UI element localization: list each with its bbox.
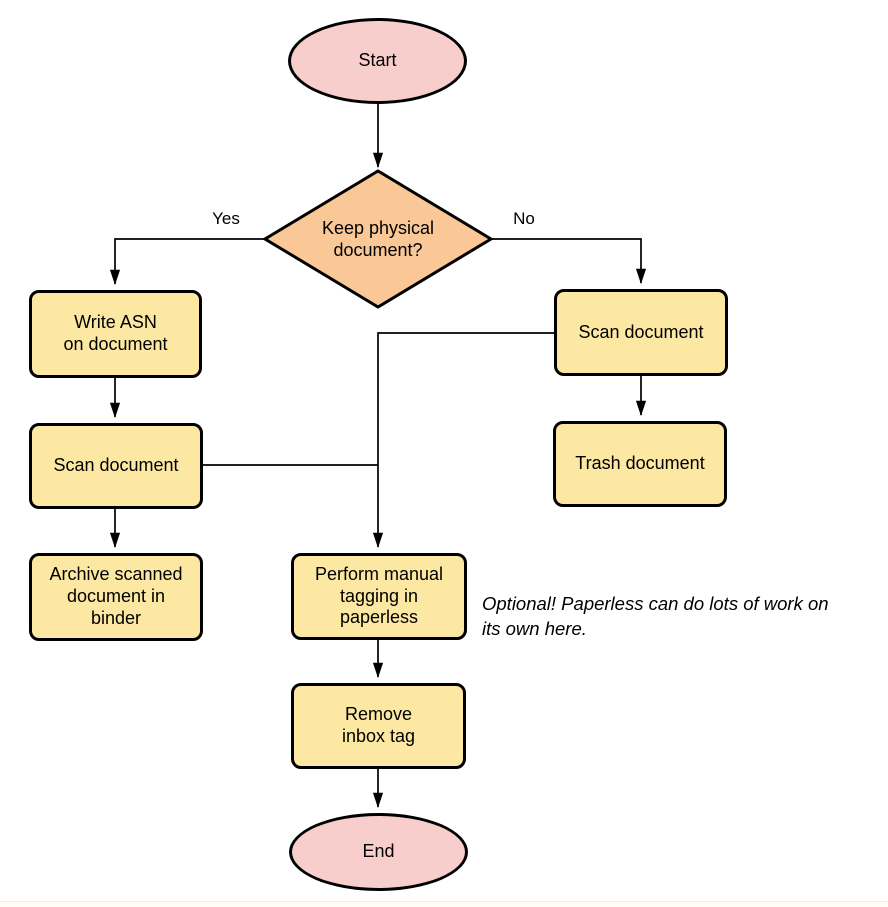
note-line-2: its own here. (482, 618, 587, 639)
note-line-1: Optional! Paperless can do lots of work … (482, 593, 829, 614)
decision-shape (262, 169, 494, 309)
bottom-edge-strip (0, 901, 888, 907)
process-write-asn: Write ASN on document (29, 290, 202, 378)
perform-line-2: tagging in (339, 585, 419, 606)
end-label: End (362, 841, 395, 862)
scan-document-left-label: Scan document (53, 455, 179, 476)
edge-decision-no (491, 238, 647, 285)
edge-decision-yes (109, 238, 265, 286)
scan-document-right-label: Scan document (578, 321, 704, 342)
edge-label-yes: Yes (212, 209, 240, 228)
edge-scanright-to-perform (372, 332, 554, 549)
process-scan-document-left: Scan document (29, 423, 203, 509)
process-archive-scanned: Archive scanned document in binder (29, 553, 203, 641)
archive-line-3: binder (90, 607, 142, 628)
remove-line-2: inbox tag (341, 726, 416, 746)
archive-line-1: Archive scanned (49, 564, 183, 585)
decision-node-label: Keep physical document? (283, 214, 473, 264)
annotation-note: Optional! Paperless can do lots of work … (482, 591, 829, 641)
process-perform-manual-tagging: Perform manual tagging in paperless (291, 553, 467, 640)
remove-line-1: Remove (344, 704, 413, 725)
perform-line-1: Perform manual (314, 563, 444, 584)
start-label: Start (358, 50, 397, 71)
process-scan-document-right: Scan document (554, 289, 728, 376)
process-trash-document: Trash document (553, 421, 727, 507)
edge-label-no: No (513, 209, 535, 228)
start-node: Start (288, 18, 467, 104)
write-asn-line-1: Write ASN (74, 312, 157, 333)
end-node: End (289, 813, 468, 891)
process-remove-inbox-tag: Remove inbox tag (291, 683, 466, 769)
decision-line-2: document? (333, 240, 423, 260)
perform-line-3: paperless (339, 607, 419, 628)
decision-line-1: Keep physical (321, 217, 435, 238)
write-asn-line-2: on document (63, 334, 168, 354)
trash-document-label: Trash document (575, 453, 705, 474)
archive-line-2: document in (66, 586, 166, 607)
